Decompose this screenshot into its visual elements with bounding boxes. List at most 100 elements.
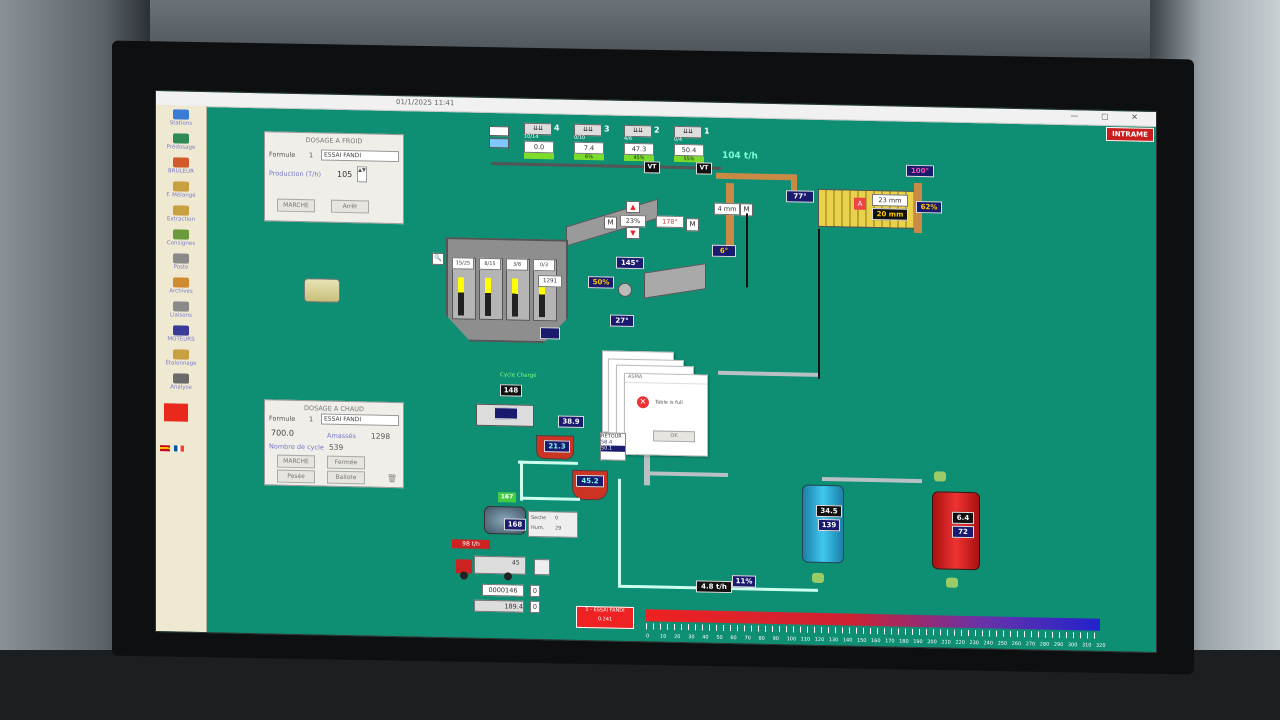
dryer-depression: 23 mm — [872, 194, 908, 207]
ballast-button[interactable]: Ballote — [327, 470, 365, 485]
feeder-icon-1[interactable] — [489, 125, 509, 137]
cold-stop-button[interactable]: Arrêt — [331, 199, 369, 214]
hopper-pct: 6% — [574, 153, 604, 161]
blue-tank-value-2: 139 — [818, 518, 840, 532]
hot-bin-range: 8/15 — [479, 257, 501, 271]
hot-start-button[interactable]: MARCHE — [277, 454, 315, 469]
scale-tick: 80 — [758, 635, 765, 642]
production-label: Production (T/h) — [269, 169, 321, 179]
dialog-ok-button[interactable]: OK — [653, 430, 695, 443]
tank-flow: 4.8 t/h — [696, 580, 732, 594]
truck-button[interactable] — [534, 558, 550, 576]
red-tank-top-pump[interactable] — [934, 471, 946, 482]
hot-close-button[interactable]: Fermée — [327, 455, 365, 470]
red-tank-pump[interactable] — [946, 577, 958, 588]
mixer-pipe-1 — [518, 460, 578, 465]
fan-motor-button[interactable]: M — [686, 218, 699, 232]
flag-es-icon[interactable] — [160, 445, 170, 452]
sidebar-item-1[interactable]: Prédosage — [158, 133, 204, 151]
sidebar-item-label: Extraction — [166, 216, 196, 223]
sidebar-item-label: Prédosage — [166, 144, 196, 151]
error-icon: ✕ — [637, 396, 649, 409]
sidebar-item-label: BRÛLEUR — [167, 168, 194, 175]
truck-value: 45 — [512, 559, 520, 567]
alert-dialog: ASMA ✕ Table is full OK — [624, 372, 708, 457]
damper-pct: 23% — [620, 214, 646, 228]
production-stepper[interactable]: ▲▼ — [357, 166, 367, 183]
scale-tick: 210 — [941, 639, 951, 646]
formula-name-field[interactable]: ESSAI FANDI — [321, 149, 399, 163]
hopper-value: 50.4 — [674, 143, 704, 157]
seche-value: 0 — [555, 515, 559, 522]
sidebar-item-3[interactable]: F. Mélangé — [158, 181, 204, 199]
filter-motor-button[interactable]: M — [604, 216, 617, 230]
sidebar-item-icon — [173, 301, 189, 312]
scale-tick: 240 — [983, 640, 994, 647]
scale-tick: 10 — [660, 633, 667, 640]
cycles-value: 539 — [329, 442, 344, 452]
alarm-indicator[interactable] — [164, 403, 188, 422]
cold-start-button[interactable]: MARCHE — [277, 198, 315, 213]
sidebar-item-label: Poste — [173, 264, 189, 271]
blue-tank-value-1: 34.5 — [816, 504, 842, 518]
amassed-label: Amassés — [327, 431, 356, 441]
vt-label-2: VT — [696, 162, 712, 175]
flag-fr-icon[interactable] — [174, 445, 184, 452]
scale-tick: 180 — [899, 638, 909, 645]
formula-label: Formule — [269, 150, 296, 159]
flow-value: 98 t/h — [452, 539, 490, 550]
scale-tick: 300 — [1067, 642, 1078, 649]
trash-icon[interactable]: 🗑 — [387, 473, 398, 484]
window-controls[interactable]: — ▢ ✕ — [1070, 111, 1148, 122]
hot-formula-number: 1 — [309, 415, 314, 424]
fan-motor-icon[interactable] — [618, 282, 632, 297]
blue-tank-pump[interactable] — [812, 572, 824, 584]
sidebar-item-6[interactable]: Poste — [158, 253, 204, 271]
sidebar-item-11[interactable]: Analyse — [158, 373, 204, 391]
sidebar-item-10[interactable]: Étalonnage — [158, 349, 204, 367]
sidebar-item-icon — [173, 277, 189, 288]
counter-2-reset[interactable]: 0 — [530, 600, 540, 614]
hopper-number: 4 — [554, 123, 560, 133]
dryer-pressure: 20 mm — [872, 208, 908, 221]
scale-tick: 110 — [800, 636, 811, 643]
hopper-range: 10/14 — [524, 133, 539, 141]
sidebar-item-4[interactable]: Extraction — [158, 205, 204, 223]
arrow-up-icon[interactable]: ▲ — [626, 200, 640, 214]
sidebar-item-icon — [173, 349, 189, 360]
sidebar-item-icon — [173, 181, 189, 192]
hot-bin-range: 15/25 — [452, 257, 474, 270]
hot-formula-name-field[interactable]: ESSAI FANDI — [321, 413, 399, 427]
dryer-inlet-temp: 77° — [786, 190, 814, 203]
sidebar-item-2[interactable]: BRÛLEUR — [158, 157, 204, 175]
sidebar-item-9[interactable]: MOTEURS — [158, 325, 204, 343]
hot-bin-level — [512, 278, 518, 317]
hopper-range: 0/10 — [574, 134, 586, 142]
scale-tick: 50 — [716, 634, 723, 641]
window-title: 01/1/2025 11:41 — [396, 98, 455, 108]
zoom-icon[interactable]: 🔍 — [432, 252, 444, 266]
tank-pipe-top — [822, 476, 922, 484]
loader-icon[interactable] — [304, 278, 340, 303]
burner-label[interactable]: A — [854, 197, 866, 210]
weigh-button[interactable]: Pesée — [277, 469, 315, 484]
sidebar-item-8[interactable]: Liaisons — [158, 301, 204, 319]
scale-tick: 20 — [674, 633, 681, 641]
sidebar-item-icon — [173, 325, 189, 336]
hopper-value: 47.3 — [624, 142, 654, 156]
fan-pct: 50% — [588, 276, 614, 289]
hum-label: Hum. — [531, 524, 545, 532]
green-value: 167 — [498, 492, 516, 503]
scale-tick: 70 — [744, 635, 751, 642]
hot-elevator — [726, 182, 734, 254]
sidebar-item-5[interactable]: Consignes — [158, 229, 204, 247]
scale-tick: 30 — [688, 634, 695, 641]
sidebar-item-0[interactable]: Stations — [158, 109, 204, 127]
feeder-icon-2[interactable] — [489, 137, 509, 149]
sidebar-item-icon — [173, 229, 189, 240]
sidebar-item-7[interactable]: Archives — [158, 277, 204, 295]
incline-conveyor — [716, 172, 796, 181]
arrow-down-icon[interactable]: ▼ — [626, 226, 640, 240]
formula-status[interactable]: 1 - ESSAI FANDI 0.241 — [576, 605, 634, 630]
counter-1-reset[interactable]: 0 — [530, 584, 540, 598]
